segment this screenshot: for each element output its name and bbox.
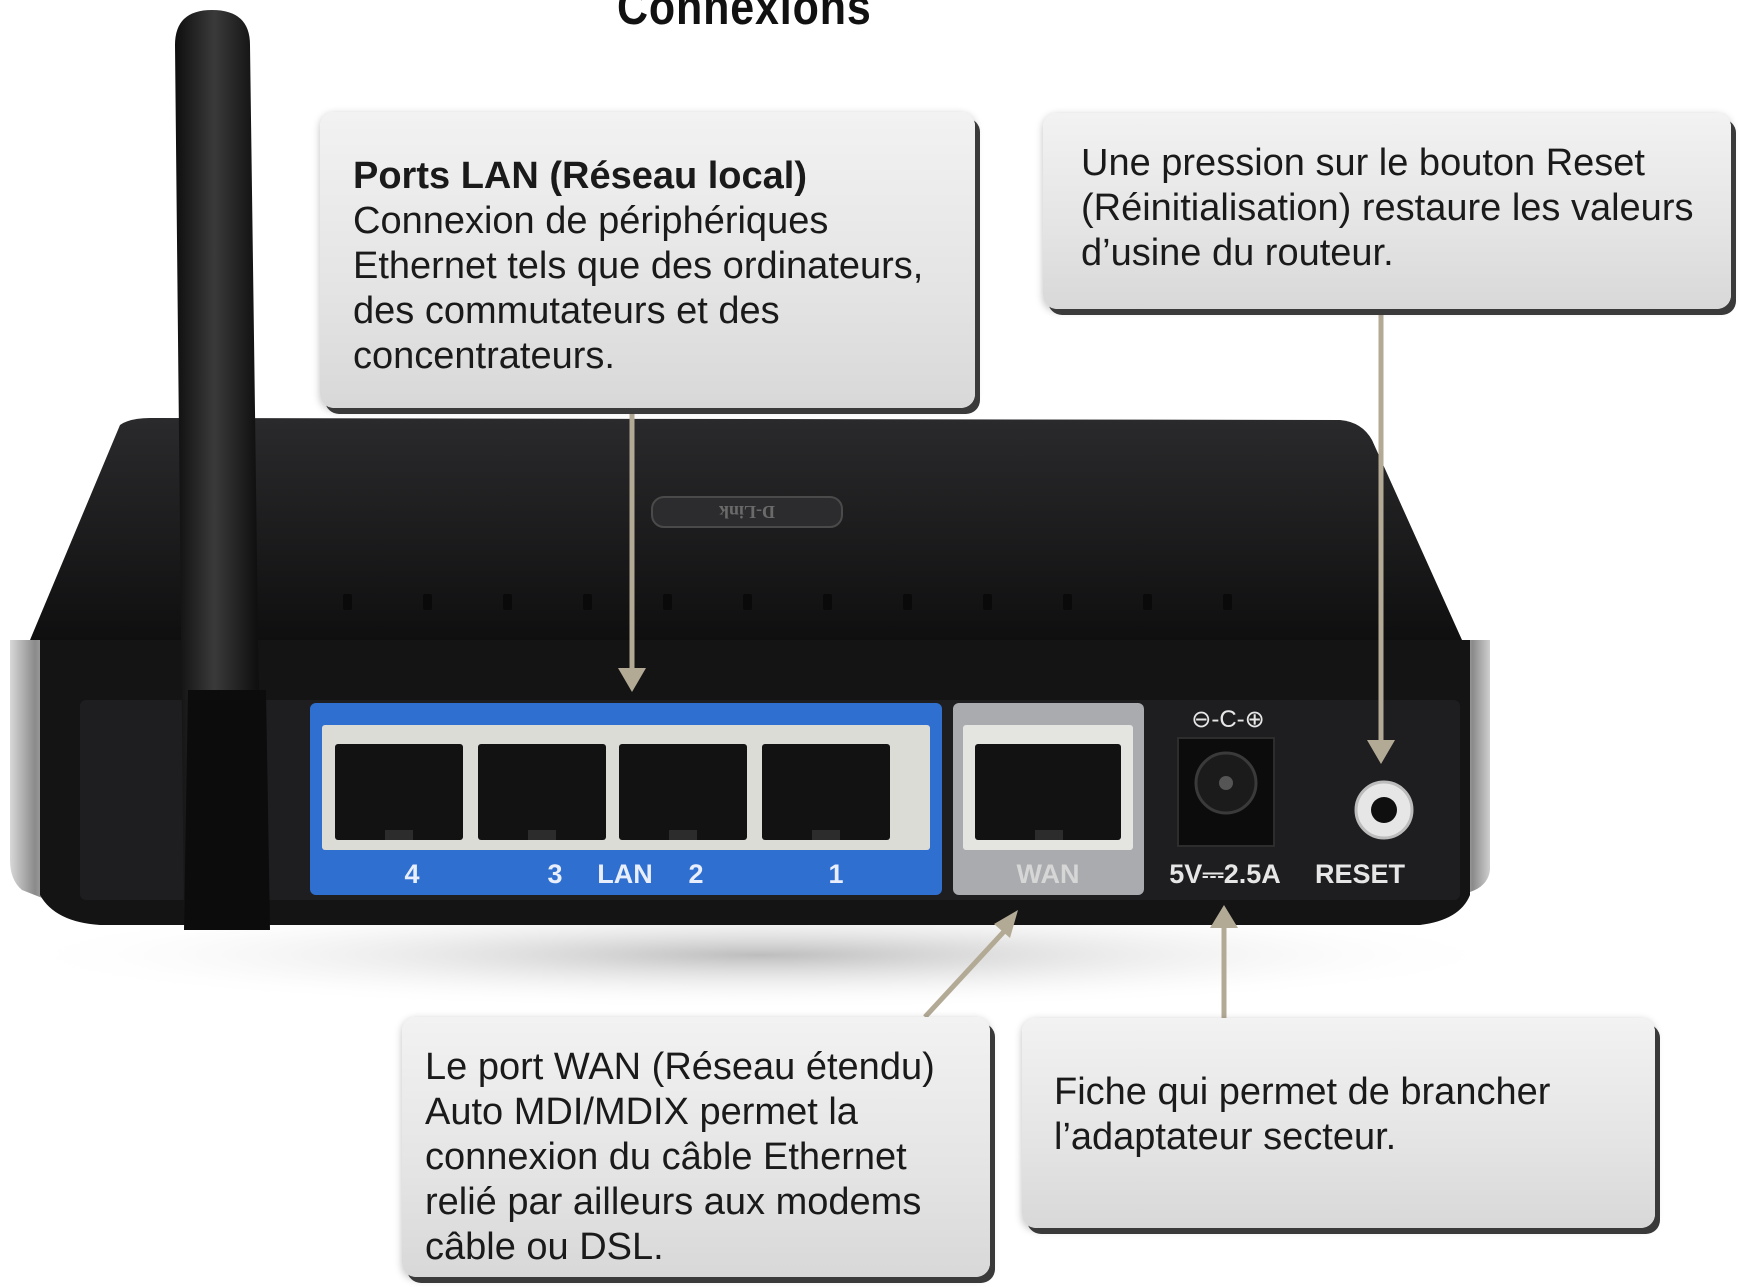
brand-logo: D-Link	[719, 502, 775, 522]
lan-callout-text: Connexion de périphériques Ethernet tels…	[353, 200, 924, 377]
reset-callout: Une pression sur le bouton Reset (Réinit…	[1043, 113, 1731, 309]
lan-port-number: 2	[688, 859, 703, 889]
router-top	[30, 418, 1462, 640]
wan-port[interactable]	[975, 744, 1121, 840]
power-callout: Fiche qui permet de brancher l’adaptateu…	[1022, 1018, 1655, 1228]
lan-ports-callout: Ports LAN (Réseau local) Connexion de pé…	[320, 112, 975, 408]
lan-group-label: LAN	[597, 859, 653, 889]
router-shadow	[0, 900, 1520, 1010]
wan-port-callout: Le port WAN (Réseau étendu) Auto MDI/MDI…	[402, 1017, 990, 1277]
wan-label: WAN	[1017, 859, 1080, 889]
lan-ports	[335, 744, 890, 840]
page-title: Connexions	[616, 0, 872, 35]
router-vents	[343, 594, 1232, 610]
lan-port-number: 4	[404, 859, 419, 889]
lan-port-number: 1	[828, 859, 843, 889]
lan-port[interactable]	[762, 744, 890, 840]
lan-callout-heading: Ports LAN (Réseau local)	[353, 155, 807, 197]
power-callout-text: Fiche qui permet de brancher l’adaptateu…	[1054, 1071, 1551, 1158]
logo-plate	[651, 496, 843, 528]
lan-port-number: 3	[547, 859, 562, 889]
leader-lines	[618, 309, 1395, 1019]
wan-callout-text: Le port WAN (Réseau étendu) Auto MDI/MDI…	[425, 1046, 935, 1268]
reset-label: RESET	[1315, 859, 1406, 889]
polarity-symbol: ⊖-C-⊕	[1191, 706, 1265, 733]
lan-port[interactable]	[619, 744, 747, 840]
lan-port[interactable]	[478, 744, 606, 840]
lan-port[interactable]	[335, 744, 463, 840]
power-rating-label: 5V⎓2.5A	[1169, 859, 1281, 889]
reset-callout-text: Une pression sur le bouton Reset (Réinit…	[1081, 142, 1694, 274]
